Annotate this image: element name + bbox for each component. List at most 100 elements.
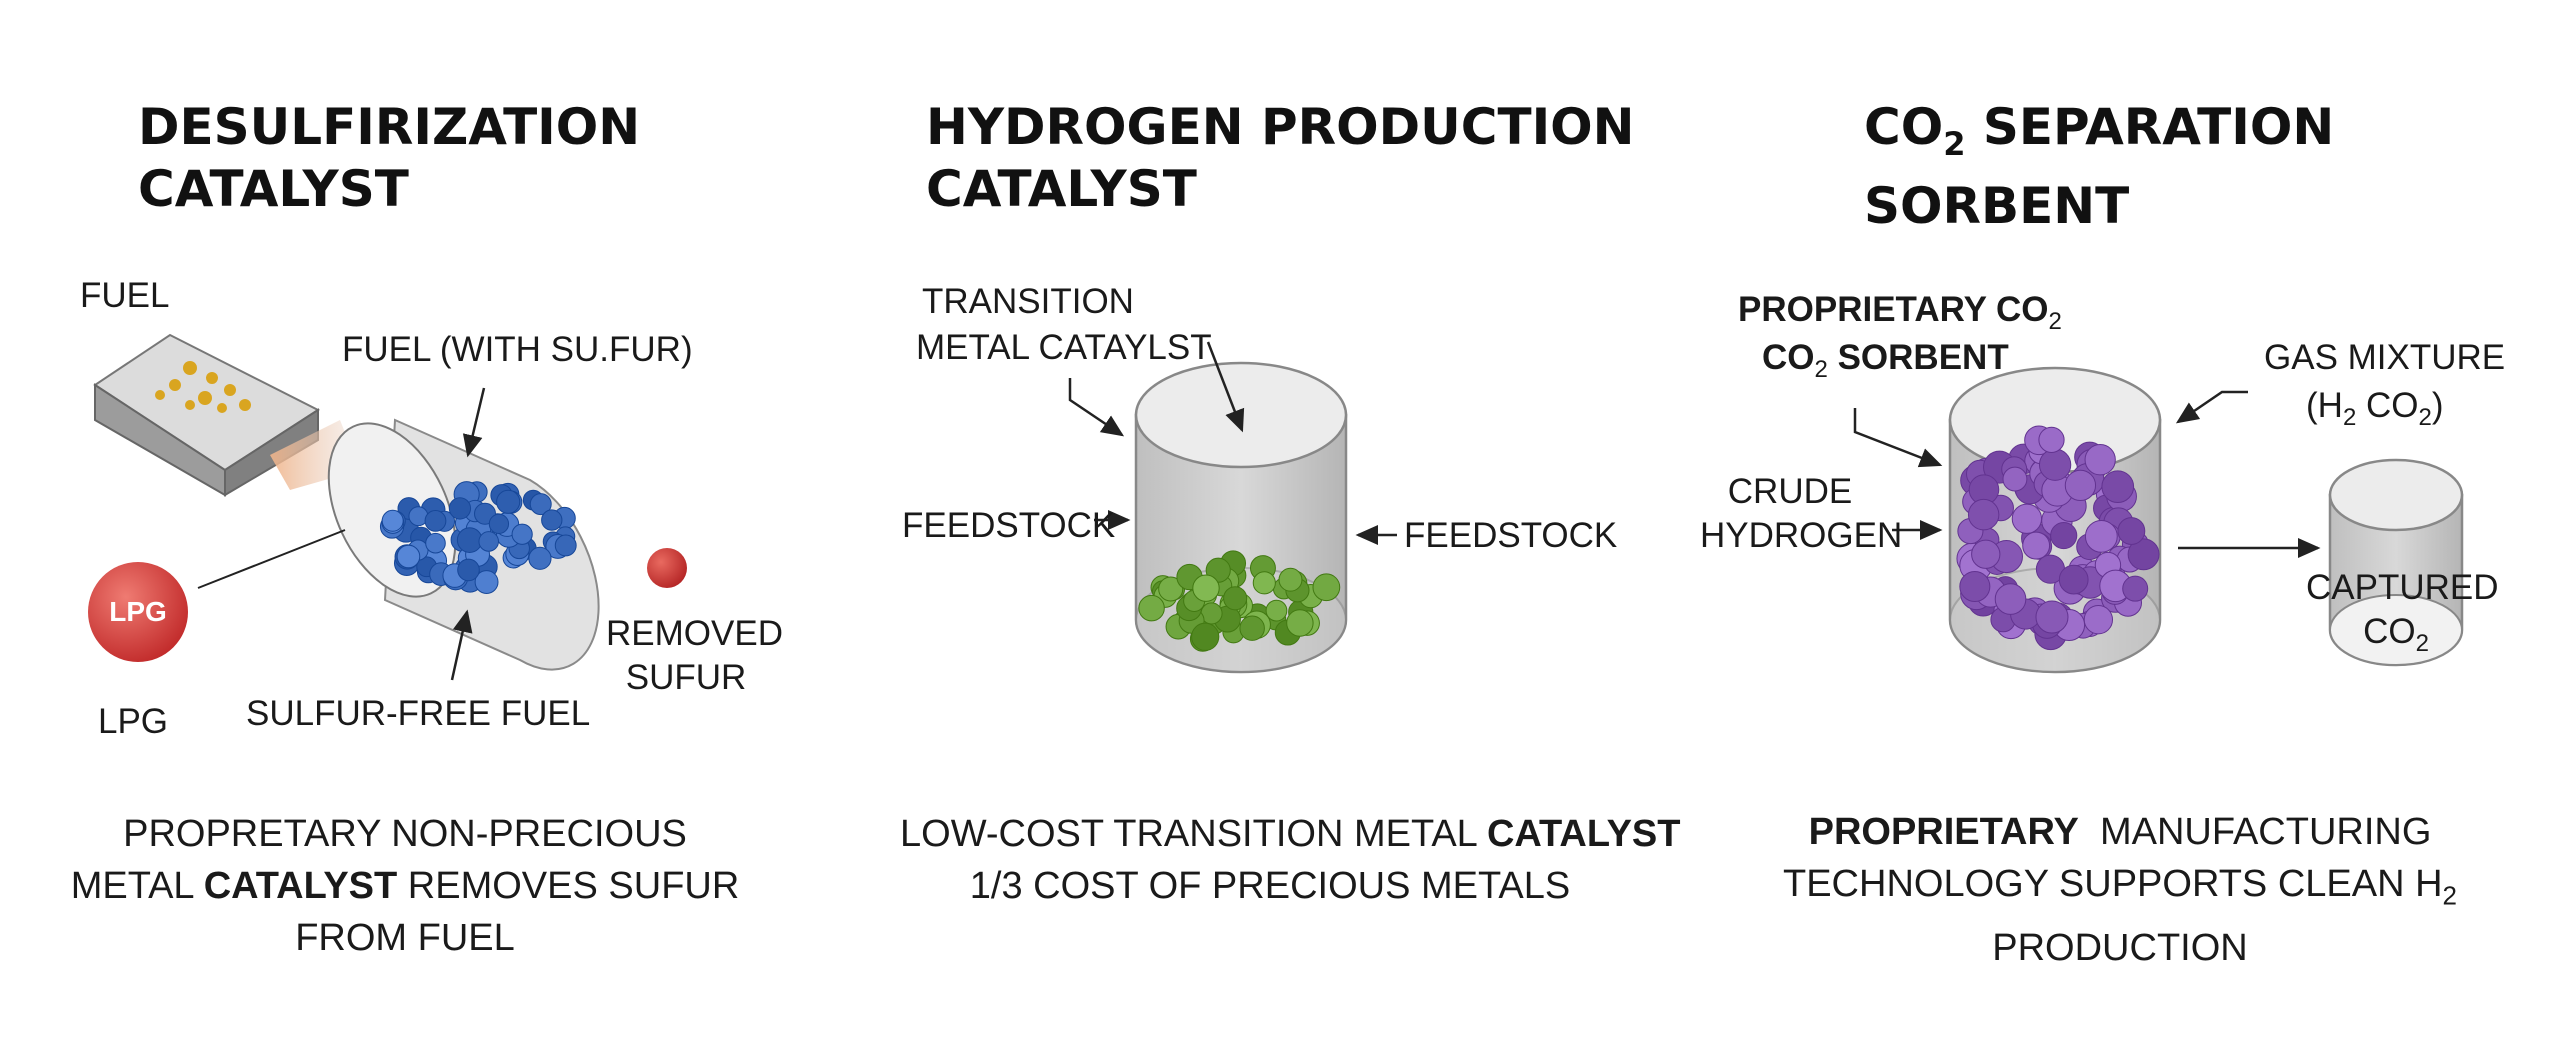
blue-pellet	[488, 513, 510, 535]
fuel-label: FUEL	[80, 276, 170, 315]
purple-pellet	[2022, 531, 2051, 560]
purple-pellet	[2101, 470, 2135, 504]
lpg-label: LPG	[98, 702, 169, 741]
panel1-title-line1: DESULFIRIZATION	[138, 98, 641, 156]
gas-close-text: )	[2431, 386, 2444, 425]
panel1-desc-removes: REMOVES SUFUR	[397, 865, 740, 907]
green-pellet	[1265, 599, 1288, 622]
panel3-desc-sub: 2	[2442, 880, 2457, 911]
panel3-desc-manufacturing: MANUFACTURING	[2078, 811, 2432, 853]
captured-co2-cylinder	[2328, 458, 2464, 667]
captured-co2-label: CAPTURED CO2	[2306, 566, 2499, 666]
blue-pellet	[496, 489, 521, 514]
green-pellet	[1252, 571, 1276, 595]
proprietary-sorbent-label-line1: PROPRIETARY CO2	[1738, 288, 2062, 344]
purple-pellet	[2084, 519, 2118, 553]
green-pellet	[1278, 567, 1303, 592]
purple-pellet	[2058, 564, 2089, 595]
transition-catalyst-arrow-2	[1206, 341, 1245, 433]
green-pellet-cluster	[1138, 550, 1341, 652]
blue-pellet	[511, 523, 533, 545]
blue-pellet	[529, 493, 552, 516]
sulfur-free-fuel-arrow	[450, 609, 473, 681]
removed-sulfur-line1: REMOVED	[606, 614, 783, 653]
green-pellet	[1312, 573, 1341, 602]
blue-pellet	[541, 509, 563, 531]
panel2-description: LOW-COST TRANSITION METAL CATALYST 1/3 C…	[900, 808, 1681, 912]
captured-co-text: CO	[2363, 612, 2416, 651]
gas-h-sub: 2	[2342, 404, 2357, 431]
lpg-ball-label: LPG	[109, 596, 167, 627]
crude-line1: CRUDE	[1727, 472, 1853, 511]
blue-pellet	[528, 546, 552, 570]
proprietary-sorbent-label-line2: CO2 SORBENT	[1762, 336, 2009, 392]
blue-pellet	[424, 509, 447, 532]
purple-pellet	[2084, 444, 2116, 476]
crude-line2: HYDROGEN	[1700, 516, 1903, 555]
captured-line1: CAPTURED	[2306, 568, 2499, 607]
removed-sulfur-label: REMOVED SUFUR	[606, 612, 783, 700]
panel3-desc-line1: PROPRIETARY MANUFACTURING	[1770, 806, 2470, 858]
panel3-desc-line2: TECHNOLOGY SUPPORTS CLEAN H2	[1770, 858, 2470, 922]
panel1-desc-line2: METAL CATALYST REMOVES SUFUR	[60, 860, 750, 912]
purple-pellet	[2011, 503, 2043, 534]
purple-pellet-cluster	[1956, 425, 2160, 651]
green-pellet	[1138, 594, 1165, 622]
captured-sub: 2	[2415, 630, 2429, 657]
blue-pellet	[425, 532, 446, 554]
blue-pellet	[474, 570, 499, 594]
purple-pellet	[2038, 448, 2072, 481]
purple-pellet	[1971, 539, 2001, 569]
gas-mixture-label-line1: GAS MIXTURE	[2264, 338, 2506, 377]
purple-pellet	[2038, 426, 2065, 453]
panel3-desc-technology: TECHNOLOGY SUPPORTS CLEAN H	[1783, 863, 2443, 905]
sulfur-free-fuel-label: SULFUR-FREE FUEL	[246, 694, 591, 733]
sorbent-arrow	[1853, 408, 1943, 468]
lpg-connector-line	[197, 529, 346, 589]
green-pellet	[1158, 576, 1184, 602]
purple-pellet	[2117, 517, 2146, 545]
purple-pellet	[2064, 469, 2097, 502]
removed-sulfur-dot	[647, 548, 687, 588]
green-pellet	[1191, 622, 1220, 651]
feedstock-right-label: FEEDSTOCK	[1404, 516, 1618, 555]
purple-pellet	[2035, 600, 2069, 634]
panel1-title-line2: CATALYST	[138, 160, 409, 218]
blue-pellet	[456, 527, 483, 553]
panel3-title-co: CO	[1864, 98, 1944, 156]
panel2-title-line2: CATALYST	[926, 160, 1197, 218]
panel1-desc-catalyst: CATALYST	[203, 865, 398, 907]
blue-pellet	[554, 534, 577, 557]
blue-pellet-cluster	[379, 481, 577, 594]
panel1-description: PROPRETARY NON-PRECIOUS METAL CATALYST R…	[60, 808, 750, 964]
panel3-title-separation: SEPARATION	[1965, 98, 2335, 156]
panel2-desc-catalyst: CATALYST	[1486, 813, 1681, 855]
panel2-title-line1: HYDROGEN PRODUCTION	[926, 98, 1635, 156]
panel1-title: DESULFIRIZATION CATALYST	[138, 96, 640, 220]
panel2-title: HYDROGEN PRODUCTION CATALYST	[926, 96, 1635, 220]
blue-pellet	[448, 497, 472, 520]
panel1-desc-line1: PROPRETARY NON-PRECIOUS	[123, 813, 687, 855]
panel3-title-line2: SORBENT	[1864, 177, 2130, 235]
gas-co-text: CO	[2356, 386, 2419, 425]
blue-pellet	[381, 509, 404, 532]
purple-pellet	[1967, 498, 2000, 531]
panel2-desc-line1: LOW-COST TRANSITION METAL CATALYST	[900, 808, 1681, 860]
purple-pellet	[2050, 521, 2078, 550]
proprietary-sub: 2	[2048, 308, 2062, 335]
panel3-title-line1: CO2 SEPARATION	[1864, 96, 2334, 175]
lpg-ball	[88, 562, 188, 662]
purple-pellet	[2127, 538, 2160, 571]
crude-hydrogen-label: CRUDE HYDROGEN	[1700, 470, 1903, 558]
panel3-desc-proprietary: PROPRIETARY	[1808, 811, 2079, 853]
sorbent-text: SORBENT	[1827, 338, 2009, 377]
panel2-desc-lowcost: LOW-COST TRANSITION METAL	[900, 813, 1487, 855]
blue-pellet	[457, 558, 480, 582]
panel3-title-sub: 2	[1943, 125, 1966, 163]
gas-mixture-arrow	[2175, 390, 2248, 424]
panel2-desc-line2: 1/3 COST OF PRECIOUS METALS	[969, 865, 1571, 907]
sorbent-co-text: CO	[1762, 338, 1815, 377]
panel3-title: CO2 SEPARATION SORBENT	[1864, 96, 2334, 237]
green-pellet	[1192, 574, 1220, 602]
